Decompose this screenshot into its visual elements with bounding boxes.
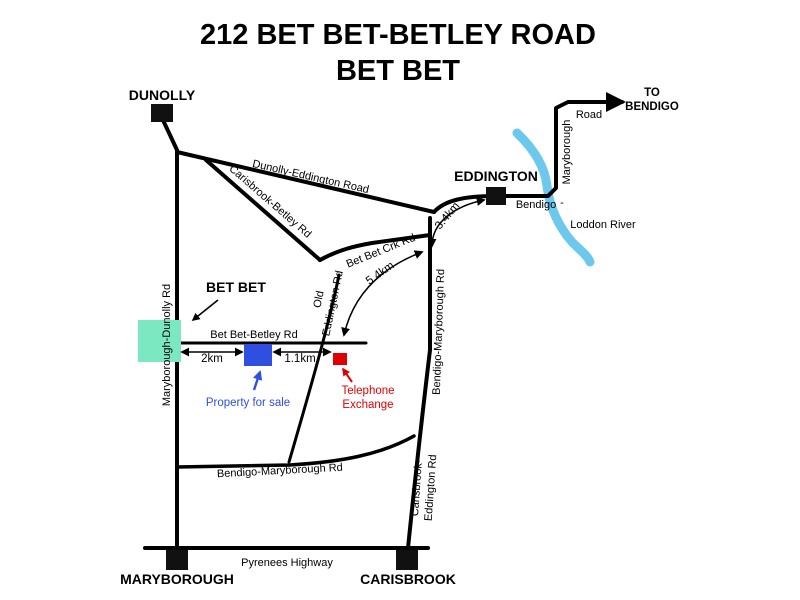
road-bendigo-maryborough-north [494, 92, 626, 198]
road-label-dash: - [560, 197, 564, 209]
loddon-river [512, 128, 595, 267]
telephone-exchange-marker [333, 353, 347, 365]
telephone-exchange-label-line-2: Exchange [342, 399, 393, 411]
title-line-1: 212 BET BET-BETLEY ROAD [200, 19, 596, 51]
to-bendigo-label-line-2: BENDIGO [625, 101, 679, 113]
distance-label-1-1km: 1.1km [284, 353, 315, 365]
property-for-sale-label: Property for sale [206, 397, 290, 409]
road-label-maryborough-dunolly: Maryborough-Dunolly Rd [161, 284, 173, 406]
distance-label-2km: 2km [201, 353, 223, 365]
road-bet-bet-crk [318, 233, 432, 262]
road-dunolly-eddington [175, 150, 436, 214]
title-line-2: BET BET [336, 55, 460, 87]
road-label-bendigo-word: Bendigo [516, 199, 556, 211]
road-label-bendigo-maryborough-east: Bendigo-Maryborough Rd [431, 269, 447, 395]
road-bendigo-maryborough-east [406, 216, 432, 550]
road-label-carisbrook-eddington-line-2: Eddington Rd [423, 454, 440, 521]
bet-bet-locality-marker [138, 320, 181, 362]
distance-5-4km-arrow [341, 250, 424, 337]
road-label-bet-bet-betley: Bet Bet-Betley Rd [210, 329, 297, 341]
town-marker-carisbrook [396, 550, 418, 570]
road-label-maryborough-word: Maryborough [561, 120, 573, 185]
road-label-carisbrook-eddington-line-1: Carisbrook- [409, 459, 425, 517]
to-bendigo-label-line-1: TO [644, 87, 660, 99]
town-label-bet-bet: BET BET [206, 279, 266, 295]
town-marker-dunolly [151, 104, 173, 122]
road-label-old-eddington-line-1: Old [311, 290, 326, 309]
distance-3-4km-arrow [427, 197, 486, 248]
road-label-road-word: Road [576, 109, 602, 121]
road-network [143, 92, 626, 550]
distance-arrows [180, 197, 486, 357]
road-bendigo-maryborough-south [175, 434, 416, 469]
town-marker-maryborough [166, 550, 188, 570]
town-label-maryborough: MARYBOROUGH [120, 571, 234, 587]
telephone-pointer-arrow [342, 367, 353, 383]
bet-bet-pointer-arrow [191, 299, 219, 321]
road-label-pyrenees-highway: Pyrenees Highway [241, 557, 333, 569]
feature-label-loddon-river: Loddon River [570, 219, 636, 231]
road-carisbrook-betley [204, 158, 322, 262]
town-label-eddington: EDDINGTON [454, 168, 538, 184]
road-old-eddington [287, 273, 341, 464]
property-pointer-arrow [252, 370, 263, 391]
town-marker-eddington [486, 187, 506, 205]
town-label-dunolly: DUNOLLY [129, 87, 196, 103]
property-for-sale-marker [244, 344, 272, 366]
road-label-dunolly-eddington: Dunolly-Eddington Road [251, 158, 370, 196]
telephone-exchange-label-line-1: Telephone [341, 385, 394, 397]
town-label-carisbrook: CARISBROOK [360, 571, 456, 587]
distance-label-5-4km: 5.4km [364, 260, 397, 288]
distance-label-3-4km: 3.4km [433, 200, 462, 232]
